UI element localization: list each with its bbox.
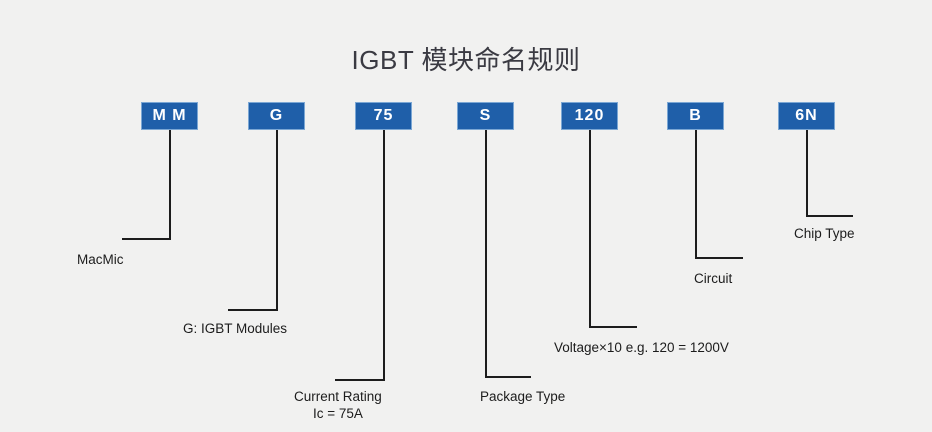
leader-label-manufacturer: MacMic <box>77 251 124 268</box>
page-title: IGBT 模块命名规则 <box>351 45 581 75</box>
code-box-manufacturer[interactable]: M M <box>141 102 198 130</box>
leader-line-manufacturer <box>122 130 171 240</box>
code-box-device-type[interactable]: G <box>248 102 305 130</box>
leader-label-line: G: IGBT Modules <box>183 321 288 336</box>
leader-label-current-rating: Current Rating Ic = 75A <box>294 388 382 422</box>
leader-line-chip-type <box>806 130 853 217</box>
leader-label-chip-type: Chip Type <box>794 225 855 242</box>
leader-label-line: Chip Type <box>794 226 855 241</box>
code-box-package-type[interactable]: S <box>457 102 514 130</box>
leader-label-voltage-rating: Voltage×10 e.g. 120 = 1200V <box>554 339 729 356</box>
code-box-current-rating[interactable]: 75 <box>355 102 412 130</box>
code-box-voltage-rating[interactable]: 120 <box>561 102 618 130</box>
leader-line-circuit <box>695 130 743 259</box>
leader-line-voltage-rating <box>589 130 637 328</box>
leader-label-circuit: Circuit <box>694 270 732 287</box>
leader-label-line: Ic = 75A <box>312 406 363 421</box>
leader-label-package-type: Package Type <box>480 388 565 405</box>
leader-label-line: Package Type <box>480 389 566 404</box>
leader-label-line: Voltage×10 e.g. 120 = 1200V <box>554 340 729 355</box>
leader-line-current-rating <box>335 130 385 381</box>
leader-label-line: Current Rating <box>294 389 382 404</box>
code-box-chip-type[interactable]: 6N <box>778 102 835 130</box>
leader-label-device-type: G: IGBT Modules <box>183 320 287 337</box>
leader-label-line: Circuit <box>694 271 733 286</box>
leader-line-package-type <box>485 130 531 378</box>
leader-line-device-type <box>228 130 278 311</box>
code-box-circuit[interactable]: B <box>667 102 724 130</box>
leader-label-line: MacMic <box>77 252 124 267</box>
